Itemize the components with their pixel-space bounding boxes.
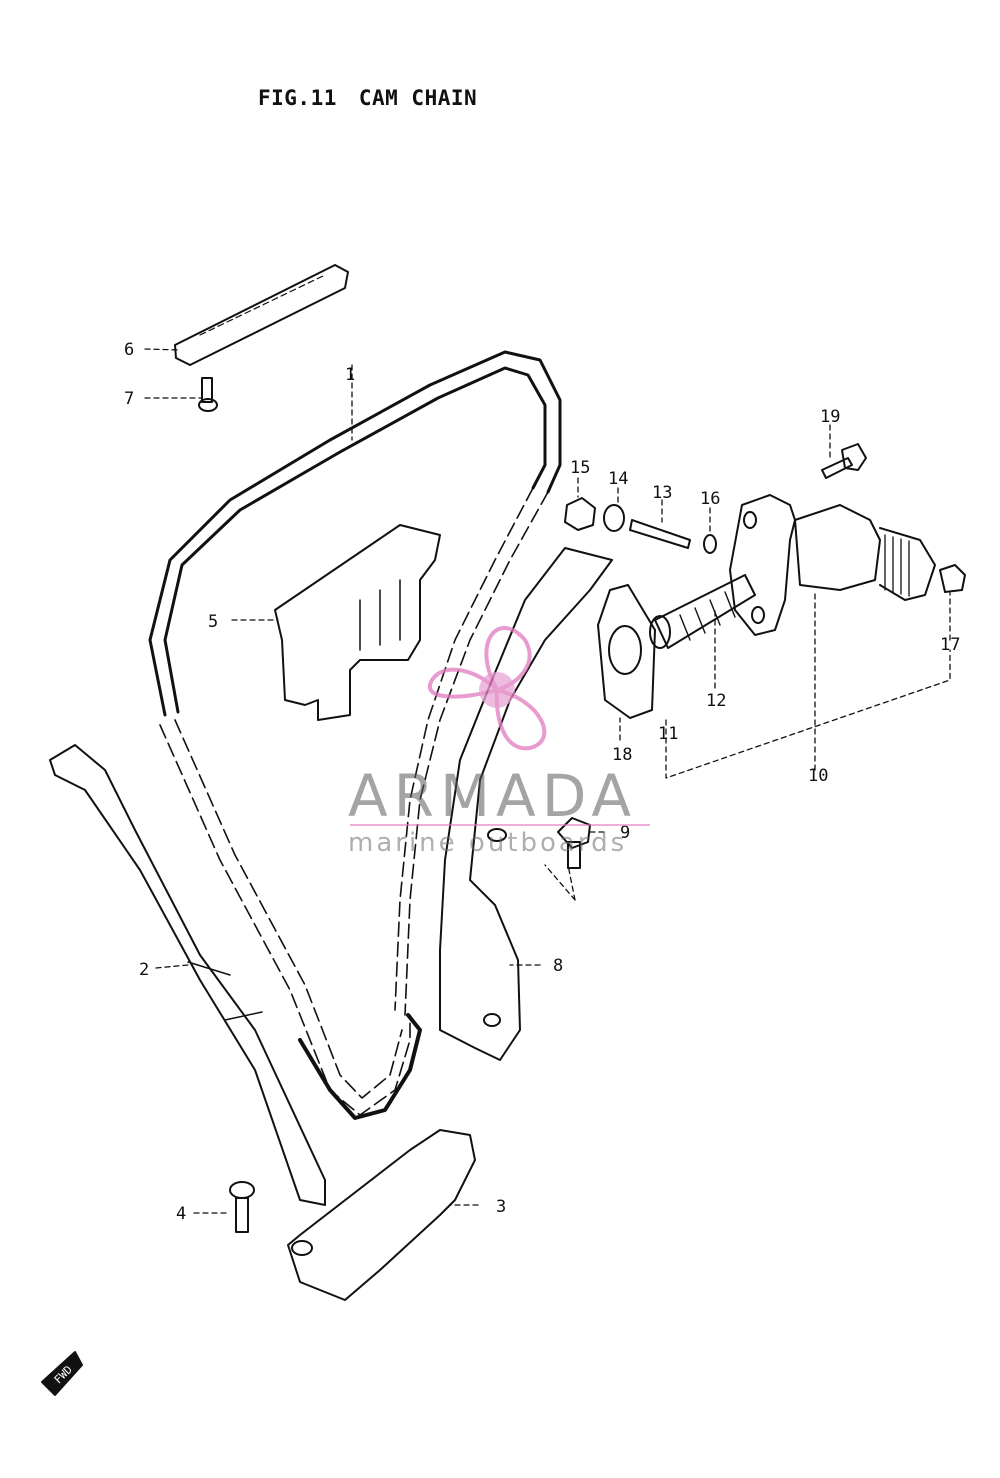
callout-1: 1: [345, 365, 355, 385]
leader-lines: [144, 348, 951, 1214]
cam-chain: [148, 350, 562, 1120]
guide-bolt: [557, 817, 591, 869]
figure-caption: CAM CHAIN: [358, 86, 478, 110]
callout-6: 6: [124, 340, 134, 360]
callout-8: 8: [553, 956, 563, 976]
watermark-logo-icon: [427, 626, 547, 751]
callout-10: 10: [808, 766, 828, 786]
watermark-brand: ARMADA: [348, 762, 638, 830]
guide-screw: [198, 377, 218, 412]
slider-guide: [439, 547, 613, 1061]
tensioner-bolt: [821, 443, 867, 479]
figure-title: FIG.11 CAM CHAIN: [258, 86, 477, 110]
lower-bracket: [287, 1129, 476, 1301]
upper-guide: [174, 264, 349, 366]
bracket-bolt: [229, 1181, 255, 1233]
callout-5: 5: [208, 612, 218, 632]
figure-number: FIG.11: [258, 86, 337, 110]
callout-18: 18: [612, 745, 632, 765]
end-cap: [939, 564, 966, 593]
plunger: [649, 574, 756, 649]
tensioner-body: [729, 494, 936, 636]
callout-13: 13: [652, 483, 672, 503]
callout-14: 14: [608, 469, 628, 489]
callout-17: 17: [940, 635, 960, 655]
tensioner-rail: [49, 744, 326, 1206]
gasket: [597, 584, 656, 719]
callout-11: 11: [658, 724, 678, 744]
tensioner-pin: [629, 519, 691, 549]
callout-3: 3: [496, 1197, 506, 1217]
callout-15: 15: [570, 458, 590, 478]
nut: [564, 497, 596, 531]
callout-7: 7: [124, 389, 134, 409]
callout-9: 9: [620, 823, 630, 843]
callout-16: 16: [700, 489, 720, 509]
callout-2: 2: [139, 960, 149, 980]
watermark-divider: [350, 824, 650, 826]
callout-19: 19: [820, 407, 840, 427]
washer: [603, 504, 625, 532]
chain-guide-bracket: [274, 524, 441, 721]
watermark-tagline: marine outboards: [348, 828, 628, 858]
callout-12: 12: [706, 691, 726, 711]
callout-4: 4: [176, 1204, 186, 1224]
o-ring: [703, 534, 717, 554]
fwd-arrow-icon: [41, 1351, 83, 1396]
